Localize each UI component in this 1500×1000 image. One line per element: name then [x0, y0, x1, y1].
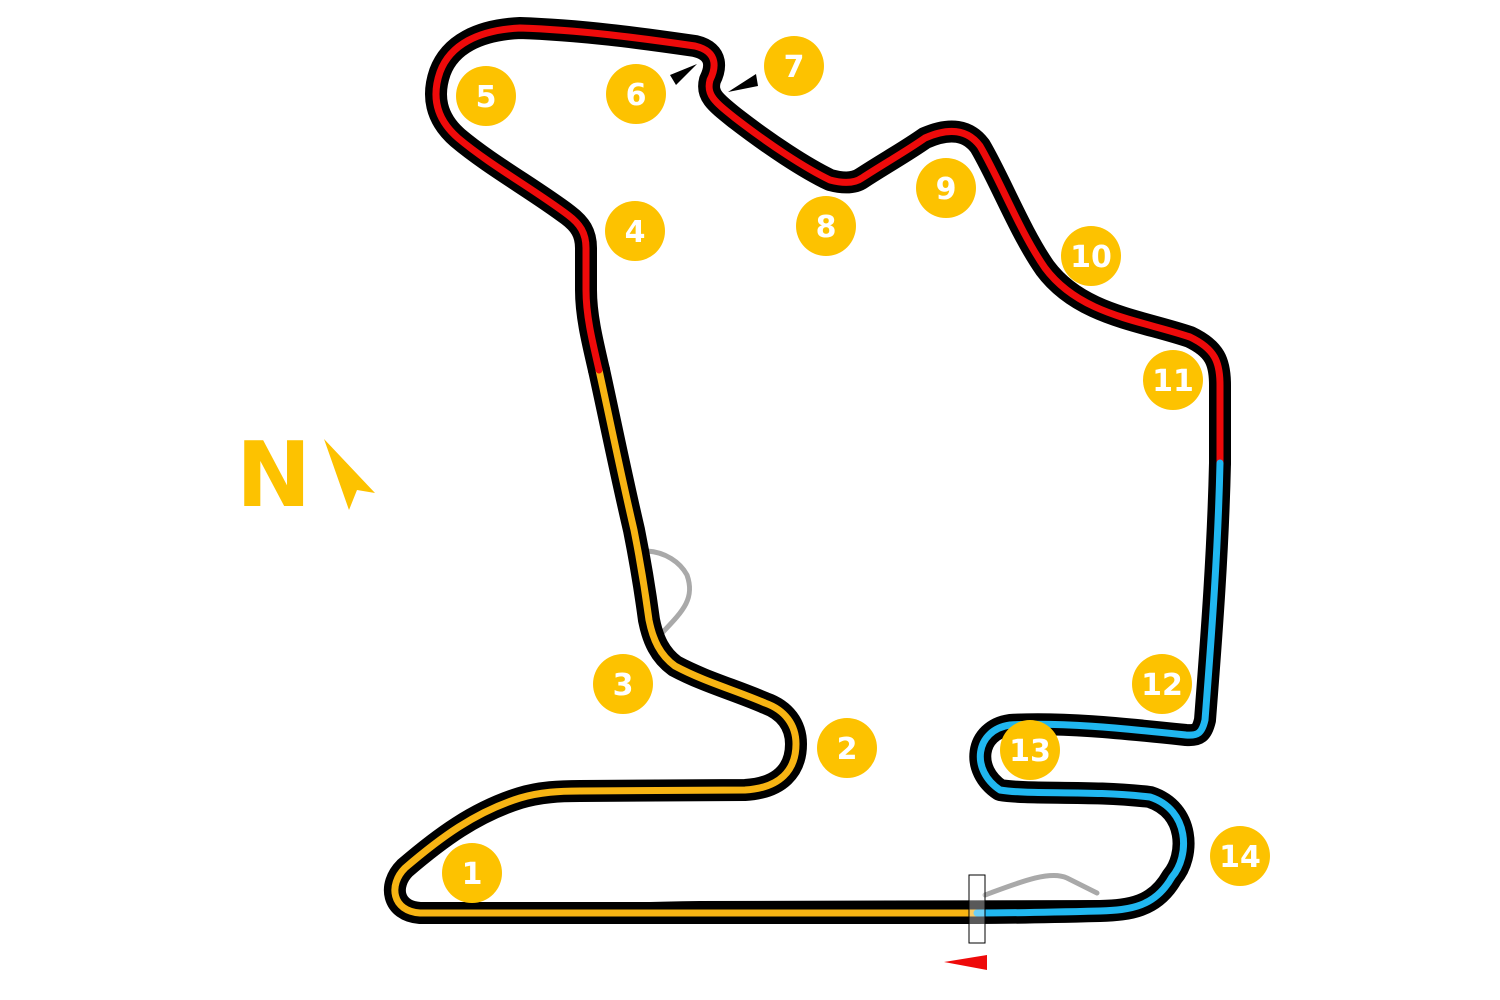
turn-marker-14: 14 [1210, 826, 1270, 886]
turn-marker-12: 12 [1132, 654, 1192, 714]
turn-marker-circle [1143, 350, 1203, 410]
sector-2-track [432, 24, 1224, 467]
turn-number-label: 11 [1152, 364, 1194, 399]
turn-marker-circle [916, 158, 976, 218]
runoff-roads [644, 548, 1100, 898]
turn-marker-1: 1 [442, 843, 502, 903]
turn-number-label: 13 [1009, 734, 1051, 769]
track-sectors [391, 24, 1224, 917]
track-outline [384, 17, 1231, 924]
turn-number-label: 7 [784, 50, 805, 85]
start-finish-line [968, 874, 986, 944]
turn-marker-circle [442, 843, 502, 903]
turn-number-label: 9 [936, 172, 957, 207]
turn-number-label: 14 [1219, 840, 1261, 875]
turn-marker-circle [593, 654, 653, 714]
turn-number-label: 6 [626, 78, 647, 113]
turn-marker-circle [1132, 654, 1192, 714]
turn-number-label: 12 [1141, 668, 1183, 703]
turn-number-label: 4 [625, 215, 646, 250]
turn-number-label: 1 [462, 857, 483, 892]
turn-marker-circle [764, 36, 824, 96]
turn-marker-4: 4 [605, 201, 665, 261]
north-label: N [236, 423, 311, 528]
turn-marker-circle [1000, 720, 1060, 780]
start-direction-flag-icon [944, 955, 987, 970]
runoff-turn-4-escape [644, 548, 693, 635]
turn-6-pointer-icon [670, 64, 697, 85]
turn-number-label: 5 [476, 80, 497, 115]
turn-marker-circle [1061, 226, 1121, 286]
turn-marker-2: 2 [817, 718, 877, 778]
turn-marker-circle [817, 718, 877, 778]
turn-marker-circle [605, 201, 665, 261]
turn-marker-11: 11 [1143, 350, 1203, 410]
turn-marker-6: 6 [606, 64, 666, 124]
turn-marker-circle [606, 64, 666, 124]
turn-number-label: 3 [613, 668, 634, 703]
turn-marker-8: 8 [796, 196, 856, 256]
sector-1-track [391, 366, 981, 917]
turn-marker-13: 13 [1000, 720, 1060, 780]
turn-marker-circle [796, 196, 856, 256]
turn-marker-10: 10 [1061, 226, 1121, 286]
sector-3-track [973, 459, 1224, 917]
turn-marker-3: 3 [593, 654, 653, 714]
turn-marker-9: 9 [916, 158, 976, 218]
turn-marker-5: 5 [456, 66, 516, 126]
pit-lane-exit [982, 872, 1100, 898]
turn-marker-circle [456, 66, 516, 126]
turn-number-label: 2 [837, 732, 858, 767]
turn-marker-7: 7 [764, 36, 824, 96]
turn-7-pointer-icon [728, 74, 758, 92]
turn-number-label: 10 [1070, 240, 1112, 275]
turn-number-label: 8 [816, 210, 837, 245]
turn-marker-circle [1210, 826, 1270, 886]
north-arrow-icon [324, 439, 375, 510]
